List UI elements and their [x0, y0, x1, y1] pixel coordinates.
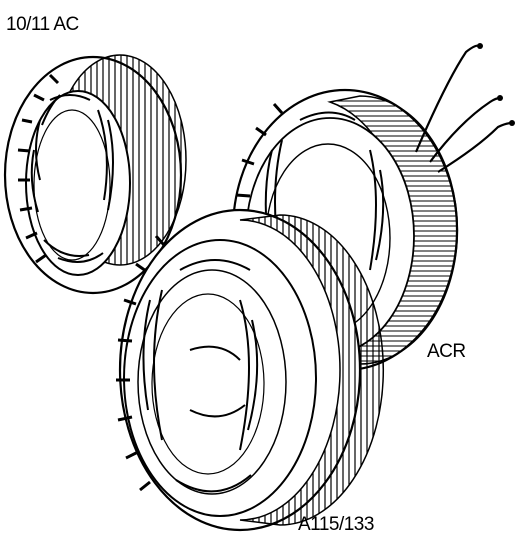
label-acr: ACR — [427, 341, 466, 362]
stator-a115-133 — [116, 208, 385, 532]
label-10-11-ac: 10/11 AC — [6, 14, 79, 35]
stator-10-11-ac — [3, 54, 187, 295]
label-a115-133: A115/133 — [298, 514, 374, 535]
